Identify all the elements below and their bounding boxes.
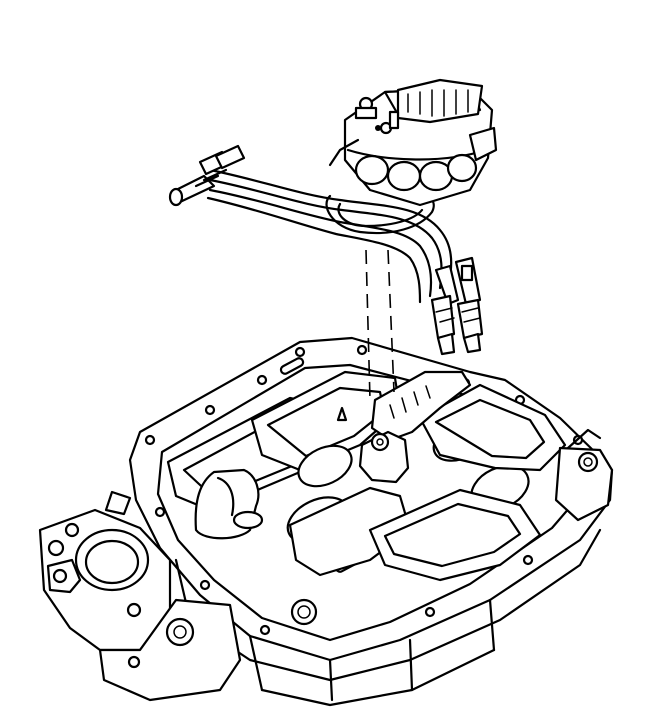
vent-fitting [354, 106, 378, 120]
runner-bump [297, 444, 353, 488]
rear-edge [566, 428, 602, 450]
bolt-hole [144, 434, 156, 446]
fuel-line-loop [337, 202, 424, 228]
housing-bolt [47, 539, 65, 557]
bolt-hole [259, 624, 271, 636]
threaded-boss [290, 598, 318, 626]
bolt-hole [154, 506, 166, 518]
pipe-outlet [232, 510, 264, 530]
fitting-post [388, 110, 400, 130]
regulator-port-center [376, 438, 384, 446]
bolt-hole [522, 554, 534, 566]
runner-port-upper-right [418, 383, 567, 472]
side-boss-right [554, 446, 614, 522]
injector-body [430, 294, 456, 340]
fuel-line [206, 196, 422, 304]
runner-port-inner [383, 502, 522, 568]
fuel-meter-body [328, 78, 498, 207]
meter-body-seam [346, 148, 488, 161]
injector-pod [446, 153, 478, 183]
lower-intake-manifold [128, 336, 614, 707]
vacuum-hose [328, 138, 360, 167]
bolt-hole [199, 579, 211, 591]
housing-bolt [64, 522, 80, 538]
fuel-injector-assembly [168, 78, 498, 356]
small-bracket [104, 490, 132, 516]
runner-port-inner [434, 398, 546, 460]
fitting-dot [375, 125, 381, 131]
fitting-end [168, 187, 184, 207]
alignment-line-left [365, 249, 371, 401]
fuel-lines [206, 168, 453, 304]
lower-casting [98, 598, 242, 702]
side-bracket [468, 126, 498, 162]
block-bottom-edge [260, 648, 496, 707]
bolt-hole [294, 346, 306, 358]
injector-pod [386, 160, 422, 192]
casting-boss-center [173, 625, 187, 639]
bolt-hole [204, 404, 216, 416]
injector-body [456, 298, 484, 340]
fuel-line-fittings [168, 144, 246, 207]
bolt-hole [424, 606, 436, 618]
housing-bolt [126, 602, 142, 618]
locator-pin [336, 406, 348, 422]
injector-tip [462, 332, 482, 354]
block-vertical-edges [248, 598, 496, 702]
electrical-connector [396, 78, 484, 124]
injector-nozzles [430, 256, 484, 356]
flange-slot [279, 357, 305, 375]
boss-bolt-center [583, 457, 593, 467]
injector-pod [354, 154, 390, 186]
fuel-line [208, 178, 443, 290]
threaded-boss-inner [297, 605, 311, 619]
regulator-port [370, 432, 390, 452]
injector-tip [436, 332, 456, 356]
housing-bore-inner [84, 539, 140, 585]
injector-clip [460, 264, 474, 282]
alignment-line-right [387, 249, 395, 393]
bolt-hole [356, 344, 368, 356]
boss-bolt [577, 451, 599, 473]
bolt-hole [256, 374, 268, 386]
pipe-highlight [216, 476, 235, 517]
casting-boss [165, 617, 195, 647]
fuel-line [208, 168, 453, 287]
temp-sensor-tip [52, 568, 68, 584]
injector-body [434, 264, 460, 306]
fitting-ribs [194, 168, 228, 188]
injector-bands [435, 307, 481, 323]
front-housing [38, 428, 602, 702]
alignment-lines [365, 249, 395, 401]
casting-hole [127, 655, 141, 669]
fitting-clip [214, 144, 246, 170]
connector-pins [407, 89, 469, 117]
bracket-ribs [389, 385, 431, 419]
fuel-rail-bracket [370, 370, 472, 442]
